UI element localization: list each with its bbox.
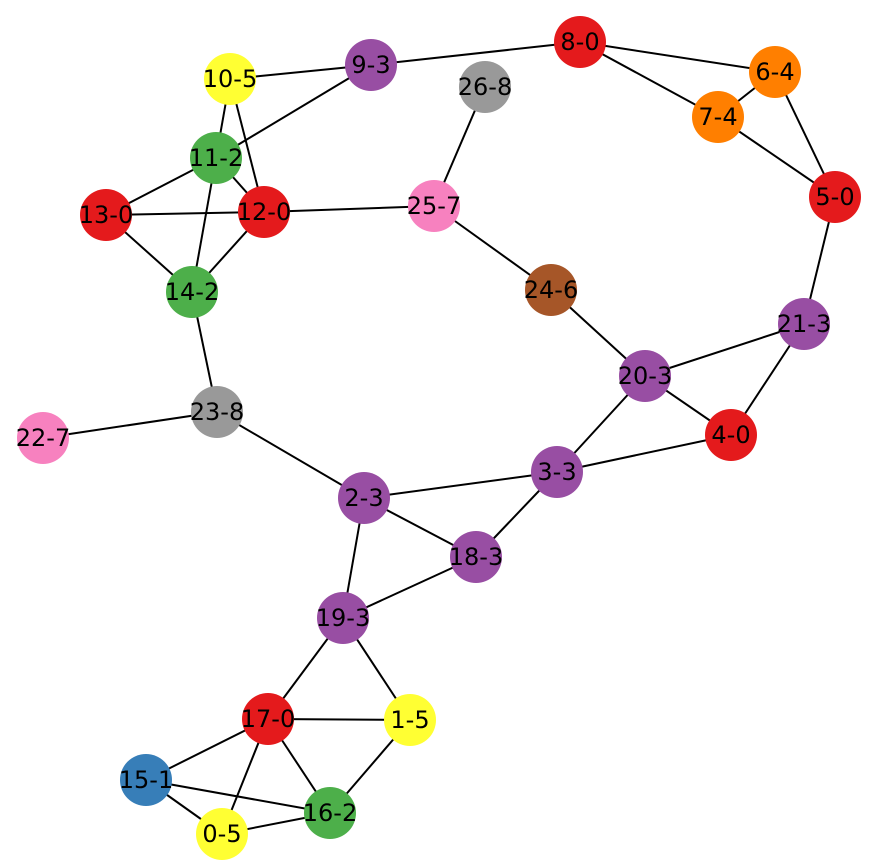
node-5: 5-0 <box>809 171 861 223</box>
node-label: 19-3 <box>316 604 370 632</box>
node-circle <box>459 61 511 113</box>
edge-23-22 <box>42 411 218 439</box>
node-label: 10-5 <box>203 65 257 93</box>
edge-21-20 <box>644 323 805 377</box>
node-label: 26-8 <box>458 73 512 101</box>
node-label: 1-5 <box>390 706 429 734</box>
node-label: 8-0 <box>560 28 599 56</box>
edge-8-6 <box>579 41 776 73</box>
node-9: 9-3 <box>345 39 397 91</box>
node-circle <box>166 266 218 318</box>
node-circle <box>749 46 801 98</box>
node-6: 6-4 <box>749 46 801 98</box>
node-label: 4-0 <box>711 421 750 449</box>
node-circle <box>196 808 248 860</box>
edge-15-16 <box>145 779 331 814</box>
node-label: 21-3 <box>777 310 831 338</box>
node-1: 1-5 <box>384 694 436 746</box>
edge-8-9 <box>370 41 581 66</box>
node-circle <box>531 446 583 498</box>
node-14: 14-2 <box>165 266 219 318</box>
edge-13-12 <box>105 211 265 216</box>
edge-9-11 <box>215 64 372 159</box>
node-label: 11-2 <box>189 144 243 172</box>
edge-23-2 <box>216 411 365 499</box>
node-label: 14-2 <box>165 278 219 306</box>
node-22: 22-7 <box>16 412 70 464</box>
node-circle <box>450 531 502 583</box>
node-label: 18-3 <box>449 543 503 571</box>
edge-8-7 <box>579 41 719 118</box>
node-circle <box>242 693 294 745</box>
node-layer: 0-5 1-5 2-3 3-3 4-0 5-0 6-4 7-4 8-0 9-3 10-5 11-2 12… <box>16 16 861 860</box>
node-2: 2-3 <box>338 472 390 524</box>
node-8: 8-0 <box>554 16 606 68</box>
node-circle <box>120 754 172 806</box>
node-circle <box>705 409 757 461</box>
node-label: 13-0 <box>79 201 133 229</box>
node-label: 7-4 <box>698 103 737 131</box>
edge-4-3 <box>556 434 732 473</box>
node-3: 3-3 <box>531 446 583 498</box>
node-circle <box>304 787 356 839</box>
node-0: 0-5 <box>196 808 248 860</box>
node-label: 9-3 <box>351 51 390 79</box>
node-20: 20-3 <box>618 350 672 402</box>
node-circle <box>238 186 290 238</box>
node-label: 5-0 <box>815 183 854 211</box>
node-circle <box>809 171 861 223</box>
node-circle <box>190 132 242 184</box>
node-label: 23-8 <box>190 398 244 426</box>
node-circle <box>408 180 460 232</box>
node-circle <box>317 592 369 644</box>
node-21: 21-3 <box>777 298 831 350</box>
node-label: 24-6 <box>524 276 578 304</box>
node-circle <box>17 412 69 464</box>
node-label: 16-2 <box>303 799 357 827</box>
node-label: 20-3 <box>618 362 672 390</box>
node-circle <box>338 472 390 524</box>
node-label: 15-1 <box>119 766 173 794</box>
node-18: 18-3 <box>449 531 503 583</box>
edge-25-12 <box>263 205 435 213</box>
node-label: 17-0 <box>241 705 295 733</box>
node-circle <box>80 189 132 241</box>
node-23: 23-8 <box>190 386 244 438</box>
node-15: 15-1 <box>119 754 173 806</box>
node-25: 25-7 <box>407 180 461 232</box>
node-26: 26-8 <box>458 61 512 113</box>
node-circle <box>778 298 830 350</box>
node-11: 11-2 <box>189 132 243 184</box>
node-label: 2-3 <box>344 484 383 512</box>
node-label: 25-7 <box>407 192 461 220</box>
node-19: 19-3 <box>316 592 370 644</box>
node-7: 7-4 <box>692 91 744 143</box>
node-circle <box>191 386 243 438</box>
node-circle <box>525 264 577 316</box>
edge-2-3 <box>363 471 558 499</box>
node-label: 12-0 <box>237 198 291 226</box>
node-label: 6-4 <box>755 58 794 86</box>
node-10: 10-5 <box>203 53 257 105</box>
node-16: 16-2 <box>303 787 357 839</box>
node-circle <box>619 350 671 402</box>
node-4: 4-0 <box>705 409 757 461</box>
node-circle <box>345 39 397 91</box>
node-24: 24-6 <box>524 264 578 316</box>
node-circle <box>554 16 606 68</box>
node-13: 13-0 <box>79 189 133 241</box>
node-12: 12-0 <box>237 186 291 238</box>
node-circle <box>384 694 436 746</box>
node-circle <box>204 53 256 105</box>
node-17: 17-0 <box>241 693 295 745</box>
node-label: 22-7 <box>16 424 70 452</box>
node-label: 0-5 <box>202 820 241 848</box>
node-circle <box>692 91 744 143</box>
node-label: 3-3 <box>537 458 576 486</box>
